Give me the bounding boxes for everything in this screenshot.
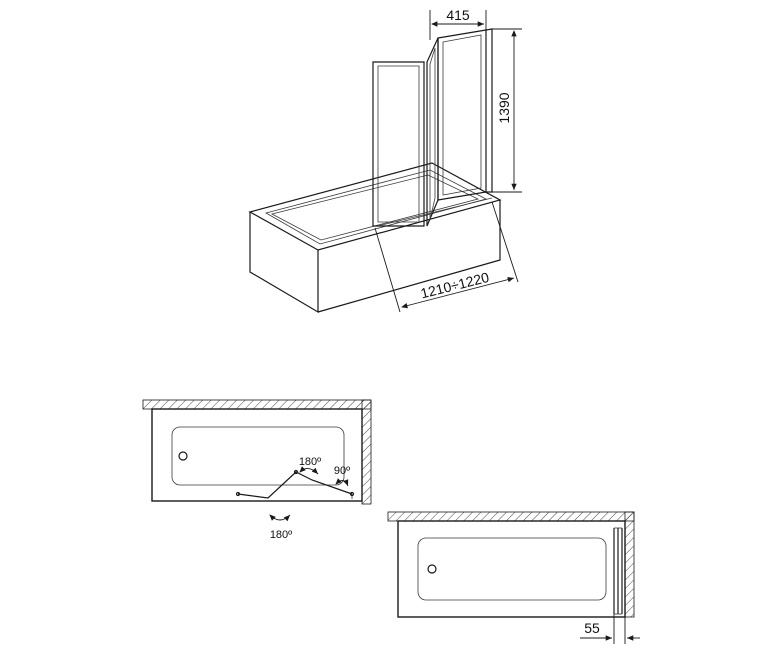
fold-top-arc-icon (299, 466, 319, 475)
fold-bottom-arc-icon (269, 514, 291, 522)
dimension-panel-width: 415 (429, 7, 487, 40)
bathtub-isometric (248, 162, 502, 314)
fold-side-arc-icon (335, 478, 349, 487)
isometric-view: 415 1390 1210÷1220 (248, 7, 522, 314)
dimension-height-label: 1390 (496, 92, 512, 123)
plan-view-folding: 180º 90º 180º (142, 399, 372, 541)
dimension-bath-width-label: 1210÷1220 (419, 269, 491, 302)
dimension-panel-width-label: 415 (446, 7, 470, 23)
wall-right-hatch (361, 399, 372, 505)
fold-side-angle: 90º (334, 465, 350, 477)
wall-top-hatch (142, 399, 372, 410)
folding-screen-isometric (372, 28, 493, 227)
bathtub-plan (151, 408, 363, 502)
folded-screen-plan (613, 527, 623, 615)
drain-icon-2 (427, 564, 437, 574)
folding-screen-plan (235, 469, 355, 499)
fold-top-angle: 180º (299, 456, 321, 468)
wall-top-hatch-2 (387, 511, 635, 522)
plan-view-folded: 55 (387, 511, 640, 644)
bathtub-plan-2 (397, 520, 626, 618)
drain-icon (178, 451, 188, 461)
fold-bottom-angle: 180º (270, 529, 292, 541)
dimension-wall-offset: 55 (580, 614, 640, 644)
dimension-bath-width: 1210÷1220 (374, 201, 519, 313)
wall-right-hatch-2 (624, 511, 635, 618)
dimension-wall-offset-label: 55 (584, 620, 600, 636)
dimension-height: 1390 (492, 28, 522, 193)
